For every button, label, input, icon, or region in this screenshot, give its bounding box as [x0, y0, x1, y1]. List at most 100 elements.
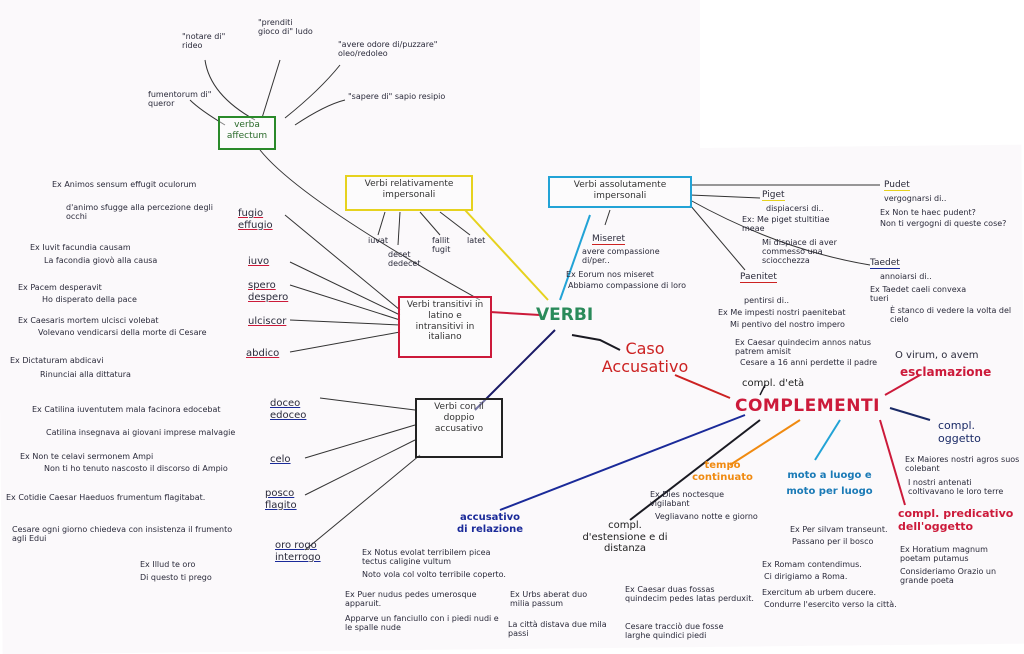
oro-word: oro rogo interrogo: [275, 540, 321, 563]
compl-eta-title: compl. d'età: [742, 378, 805, 389]
verba-affectum-box: verba affectum: [218, 116, 276, 150]
link-rideo: [204, 59, 256, 121]
link-moto: [814, 419, 841, 461]
link-spero: [289, 284, 401, 321]
link-posco: [304, 439, 416, 496]
oro-ex2: Di questo ti prego: [140, 573, 212, 582]
tempo-ex1: Ex Dies noctesque vigilabant: [650, 490, 725, 509]
predicativo-title: compl. predicativo dell'oggetto: [898, 507, 1014, 533]
miseret-gloss: avere compassione di/per..: [582, 247, 660, 266]
moto-ex6: Condurre l'esercito verso la città.: [764, 600, 897, 609]
miseret-ex2: Abbiamo compassione di loro: [568, 281, 687, 290]
rel-item-iuvat: iuvat: [368, 236, 389, 245]
link-oleo: [284, 64, 341, 119]
compl-oggetto-ex2: I nostri antenati coltivavano le loro te…: [908, 478, 1004, 497]
verbi-relativamente-box: Verbi relativamente impersonali: [345, 175, 473, 211]
esclamazione-ex1: O virum, o avem: [895, 350, 979, 361]
posco-word: posco flagito: [265, 488, 297, 511]
verbi-transitivi-box: Verbi transitivi in latino e intransitiv…: [398, 296, 492, 358]
relazione-ex2: Noto vola col volto terribile coperto.: [362, 570, 506, 579]
link-caso-verbi: [571, 334, 621, 351]
paenitet-word: Paenitet: [740, 272, 777, 284]
link-oggetto: [889, 407, 931, 421]
affectum-item-sapio: "sapere di" sapio resipio: [348, 92, 446, 101]
miseret-word: Miseret: [592, 234, 626, 246]
verbi-transitivi-title: Verbi transitivi in latino e intransitiv…: [406, 300, 484, 343]
verbi-title: VERBI: [536, 305, 594, 325]
link-ulciscor: [289, 319, 401, 326]
link-doceo: [319, 397, 416, 411]
link-queror: [189, 99, 226, 126]
complementi-title: COMPLEMENTI: [735, 396, 880, 416]
link-fugio: [284, 214, 401, 311]
piget-word: Piget: [762, 190, 785, 202]
relazione-ex1: Ex Notus evolat terribilem picea tectus …: [362, 548, 491, 567]
iuvo-ex2: La facondia giovò alla causa: [44, 256, 158, 265]
affectum-item-ludo: "prenditi gioco di" ludo: [258, 18, 313, 37]
compl-oggetto-ex1: Ex Maiores nostri agros suos colebant: [905, 455, 1020, 474]
rel-item-fallit: fallit fugit: [432, 236, 451, 255]
link-tempo: [729, 419, 801, 466]
spero-word: spero despero: [248, 280, 289, 303]
moto-ex4: Ci dirigiamo a Roma.: [764, 572, 848, 581]
abdico-ex2: Rinunciai alla dittatura: [40, 370, 131, 379]
celo-ex2: Non ti ho tenuto nascosto il discorso di…: [44, 464, 228, 473]
doceo-ex2: Catilina insegnava ai giovani imprese ma…: [46, 428, 236, 437]
link-esclamazione: [884, 374, 921, 396]
link-abdico: [289, 331, 401, 353]
compl-oggetto-title: compl. oggetto: [938, 419, 981, 445]
taedet-ex1: Ex Taedet caeli convexa tueri: [870, 285, 967, 304]
link-iuvo: [289, 261, 401, 316]
taedet-word: Taedet: [870, 258, 900, 270]
predicativo-ex1: Ex Horatium magnum poetam putamus: [900, 545, 988, 564]
posco-ex2: Cesare ogni giorno chiedeva con insisten…: [12, 525, 233, 544]
link-predicativo: [879, 419, 906, 506]
link-estensione: [629, 419, 761, 521]
fugio-ex2: d'animo sfugge alla percezione degli occ…: [66, 203, 213, 222]
ulciscor-ex1: Ex Caesaris mortem ulcisci volebat: [18, 316, 159, 325]
verbi-doppio-box: Verbi con il doppio accusativo: [415, 398, 503, 458]
oro-ex1: Ex Illud te oro: [140, 560, 196, 569]
pudet-gloss: vergognarsi di..: [884, 194, 947, 203]
link-celo: [304, 424, 416, 459]
paenitet-ex1: Ex Me impesti nostri paenitebat: [718, 308, 846, 317]
estensione-ex2: La città distava due mila passi: [508, 620, 607, 639]
relazione-ex4: Apparve un fanciullo con i piedi nudi e …: [345, 614, 499, 633]
celo-ex1: Ex Non te celavi sermonem Ampi: [20, 452, 154, 461]
compl-eta-ex1: Ex Caesar quindecim annos natus patrem a…: [735, 338, 872, 357]
relazione-ex3: Ex Puer nudus pedes umerosque apparuit.: [345, 590, 477, 609]
link-relazione: [499, 414, 746, 511]
fugio-word: fugio effugio: [238, 208, 273, 231]
celo-word: celo: [270, 454, 291, 465]
posco-ex1: Ex Cotidie Caesar Haeduos frumentum flag…: [6, 493, 206, 502]
paenitet-gloss: pentirsi di..: [744, 296, 790, 305]
moto-ex3: Ex Romam contendimus.: [762, 560, 862, 569]
verbi-assolutamente-title: Verbi assolutamente impersonali: [573, 180, 667, 201]
doceo-ex1: Ex Catilina iuventutem mala facinora edo…: [32, 405, 221, 414]
fugio-ex1: Ex Animos sensum effugit oculorum: [52, 180, 197, 189]
pudet-word: Pudet: [884, 180, 910, 192]
moto-ex1: Ex Per silvam transeunt.: [790, 525, 888, 534]
relazione-title: accusativo di relazione: [457, 512, 523, 535]
verbi-relativamente-title: Verbi relativamente impersonali: [364, 179, 454, 200]
paper-sheet-top: [0, 0, 700, 165]
ulciscor-word: ulciscor: [248, 316, 287, 327]
miseret-ex1: Ex Eorum nos miseret: [566, 270, 654, 279]
pudet-ex1: Ex Non te haec pudent?: [880, 208, 976, 217]
abdico-word: abdico: [246, 348, 280, 359]
affectum-item-queror: fumentorum di" queror: [148, 90, 212, 109]
estensione-ex3: Ex Caesar duas fossas quindecim pedes la…: [625, 585, 754, 604]
verba-affectum-title: verba affectum: [226, 120, 268, 141]
iuvo-word: iuvo: [248, 256, 270, 267]
predicativo-ex2: Consideriamo Orazio un grande poeta: [900, 567, 997, 586]
taedet-ex2: È stanco di vedere la volta del cielo: [890, 306, 1012, 325]
piget-ex1: Ex: Me piget stultitiae meae: [742, 215, 830, 234]
doceo-word: doceo edoceo: [270, 398, 307, 421]
link-verbi-doppio: [474, 329, 556, 411]
caso-accusativo-title: Caso Accusativo: [601, 339, 689, 376]
moto-ex5: Exercitum ab urbem ducere.: [762, 588, 877, 597]
esclamazione-title: esclamazione: [900, 365, 992, 379]
pudet-ex2: Non ti vergogni di queste cose?: [880, 219, 1007, 228]
affectum-item-oleo: "avere odore di/puzzare" oleo/redoleo: [338, 40, 438, 59]
